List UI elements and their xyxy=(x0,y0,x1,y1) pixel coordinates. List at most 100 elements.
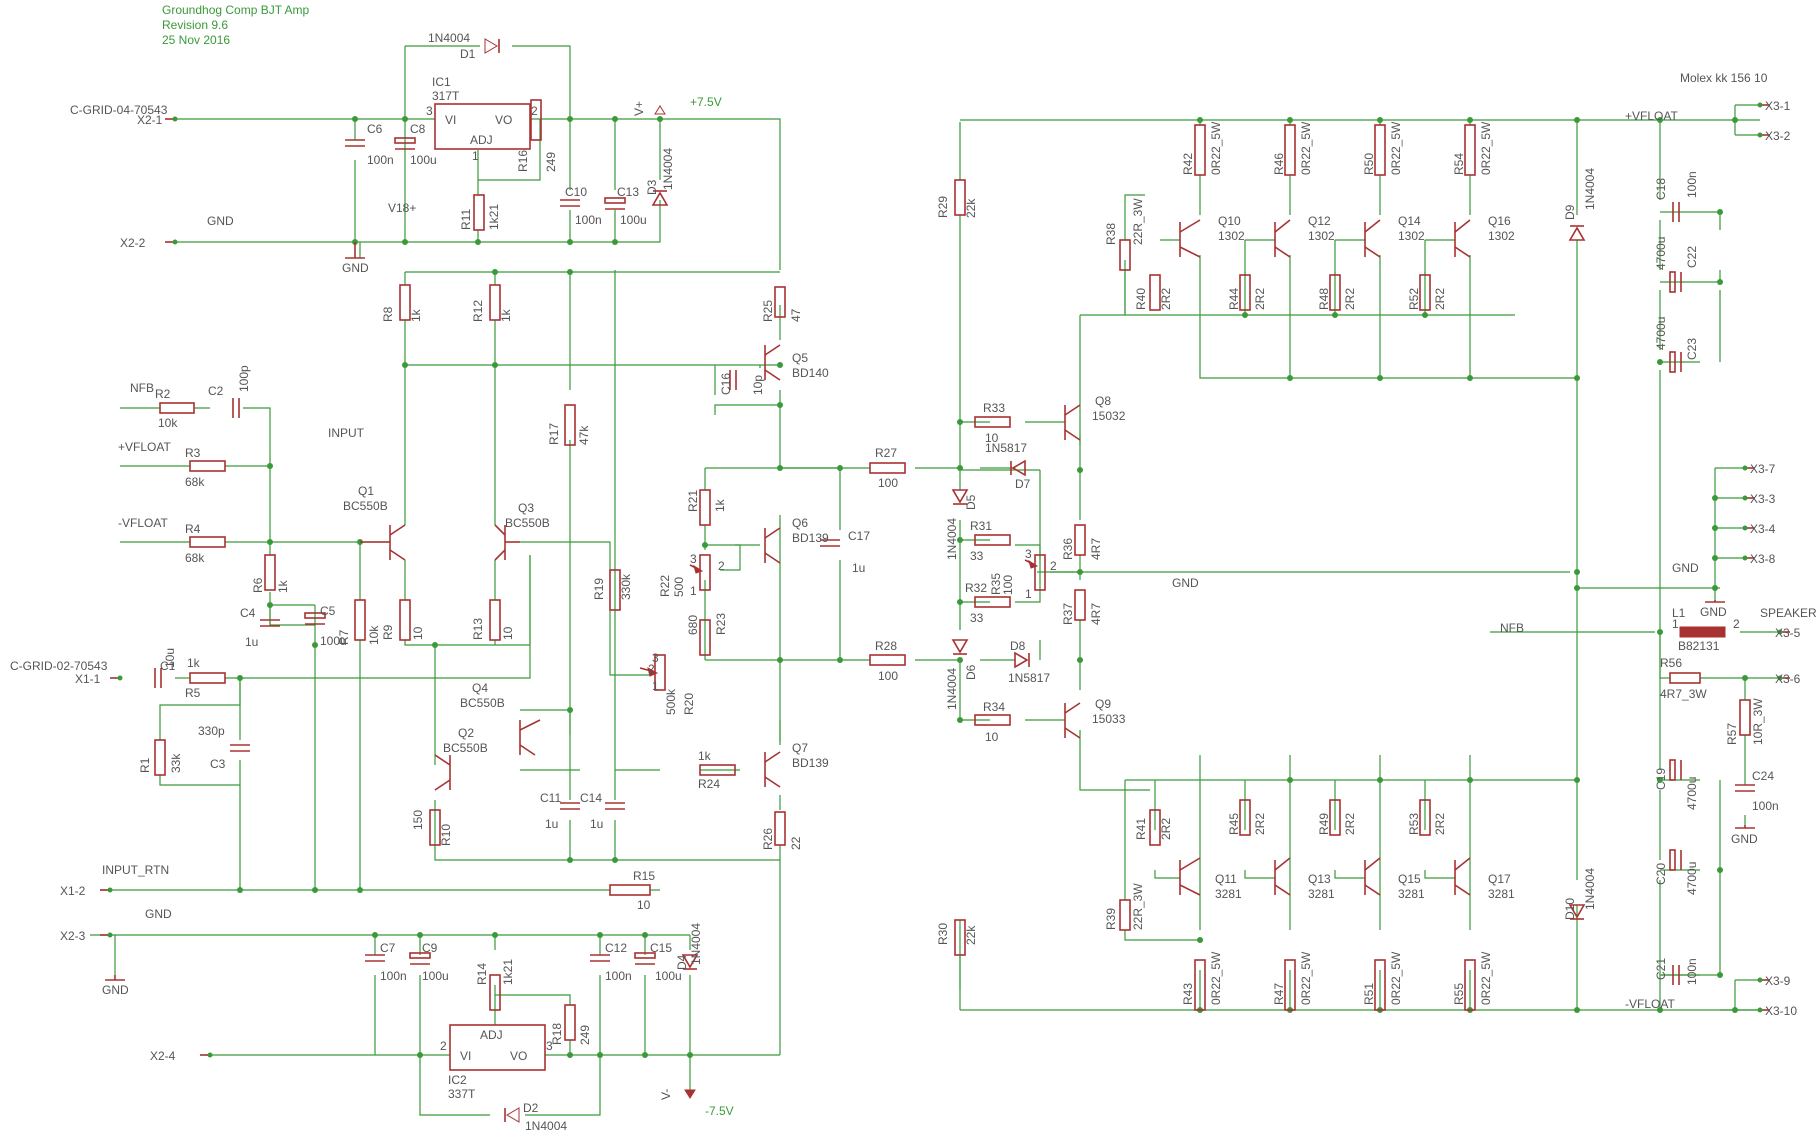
svg-text:Q8: Q8 xyxy=(1095,394,1111,408)
svg-text:R33: R33 xyxy=(983,401,1005,415)
svg-text:330p: 330p xyxy=(198,724,225,738)
svg-text:D5: D5 xyxy=(964,494,978,510)
svg-text:3: 3 xyxy=(690,552,697,566)
svg-text:BC550B: BC550B xyxy=(460,696,505,710)
svg-text:R7: R7 xyxy=(337,629,351,645)
svg-text:22k: 22k xyxy=(964,925,978,945)
svg-text:VO: VO xyxy=(510,1049,527,1063)
wires-supply-negative xyxy=(90,860,781,1116)
svg-text:4700u: 4700u xyxy=(1654,317,1668,350)
svg-text:R43: R43 xyxy=(1181,983,1195,1005)
svg-text:R38: R38 xyxy=(1104,223,1118,245)
svg-text:15032: 15032 xyxy=(1092,409,1126,423)
svg-text:100n: 100n xyxy=(380,969,407,983)
svg-text:R23: R23 xyxy=(714,613,728,635)
cgrid2-label: C-GRID-02-70543 xyxy=(10,659,108,673)
svg-text:337T: 337T xyxy=(448,1087,476,1101)
svg-text:1k: 1k xyxy=(409,308,423,322)
svg-text:R1: R1 xyxy=(138,757,152,773)
svg-text:4R7: 4R7 xyxy=(1089,538,1103,560)
svg-text:10R_3W: 10R_3W xyxy=(1751,698,1765,745)
svg-text:0R22_5W: 0R22_5W xyxy=(1389,121,1403,175)
svg-text:R27: R27 xyxy=(875,446,897,460)
svg-text:Q4: Q4 xyxy=(472,681,488,695)
svg-text:R37: R37 xyxy=(1061,603,1075,625)
svg-text:1302: 1302 xyxy=(1218,229,1245,243)
svg-text:R31: R31 xyxy=(970,519,992,533)
svg-text:0R22_5W: 0R22_5W xyxy=(1299,951,1313,1005)
svg-text:100n: 100n xyxy=(605,969,632,983)
svg-text:BD139: BD139 xyxy=(792,531,829,545)
svg-text:R6: R6 xyxy=(251,577,265,593)
net-plus-7v5: +7.5V xyxy=(690,95,722,109)
svg-text:VI: VI xyxy=(460,1049,471,1063)
port-x3-10: X3-10 xyxy=(1765,1004,1797,1018)
svg-text:R28: R28 xyxy=(875,639,897,653)
net-vfloat-neg-left: -VFLOAT xyxy=(118,516,168,530)
svg-text:68k: 68k xyxy=(185,475,205,489)
resistor-bodies-horizontal xyxy=(159,402,1701,896)
ic1-regulator: VI VO ADJ IC1 317T 3 2 1 xyxy=(426,75,538,163)
svg-text:1302: 1302 xyxy=(1308,229,1335,243)
svg-text:R19: R19 xyxy=(592,578,606,600)
port-x3-2: X3-2 xyxy=(1765,129,1791,143)
svg-text:10: 10 xyxy=(637,898,651,912)
ic2-regulator: ADJ VI VO IC2 337T 2 3 xyxy=(440,1024,553,1101)
svg-text:C14: C14 xyxy=(580,791,602,805)
svg-text:D8: D8 xyxy=(1010,639,1026,653)
svg-text:1k: 1k xyxy=(276,579,290,593)
svg-text:100: 100 xyxy=(878,669,898,683)
svg-text:R11: R11 xyxy=(459,209,473,230)
svg-text:1N4004: 1N4004 xyxy=(689,923,703,965)
svg-text:10: 10 xyxy=(501,626,515,640)
net-v18: V18+ xyxy=(388,201,416,215)
svg-text:R45: R45 xyxy=(1227,813,1241,835)
capacitor-plates xyxy=(154,137,1755,985)
svg-text:IC1: IC1 xyxy=(432,75,451,89)
svg-text:3281: 3281 xyxy=(1488,887,1515,901)
net-vfloat-neg-right: -VFLOAT xyxy=(1625,997,1675,1011)
net-vminus: V- xyxy=(659,1089,673,1100)
svg-text:10k: 10k xyxy=(367,625,381,645)
port-stubs xyxy=(100,102,1790,1058)
svg-text:Q2: Q2 xyxy=(458,726,474,740)
svg-text:249: 249 xyxy=(578,1025,592,1045)
svg-text:22R_3W: 22R_3W xyxy=(1131,198,1145,245)
svg-text:C12: C12 xyxy=(605,941,627,955)
svg-text:10: 10 xyxy=(985,431,999,445)
svg-text:10k: 10k xyxy=(158,416,178,430)
svg-text:1u: 1u xyxy=(545,817,558,831)
net-vfloat-pos-left: +VFLOAT xyxy=(118,440,171,454)
svg-text:Q3: Q3 xyxy=(518,501,534,515)
svg-text:100u: 100u xyxy=(620,213,647,227)
svg-text:C15: C15 xyxy=(650,941,672,955)
svg-text:1k: 1k xyxy=(499,308,513,322)
svg-text:C18: C18 xyxy=(1654,178,1668,200)
svg-text:100u: 100u xyxy=(410,153,437,167)
svg-text:R24: R24 xyxy=(698,777,720,791)
net-input: INPUT xyxy=(328,426,365,440)
svg-text:3: 3 xyxy=(1025,547,1032,561)
resistor-bodies xyxy=(154,99,1751,1041)
diodes xyxy=(484,38,1586,1123)
svg-text:1: 1 xyxy=(1025,587,1032,601)
svg-text:1k: 1k xyxy=(698,749,712,763)
svg-text:C20: C20 xyxy=(1654,863,1668,885)
svg-text:C10: C10 xyxy=(565,185,587,199)
svg-text:2: 2 xyxy=(718,559,725,573)
svg-text:C19: C19 xyxy=(1654,768,1668,790)
svg-text:IC2: IC2 xyxy=(448,1073,467,1087)
svg-text:Q17: Q17 xyxy=(1488,872,1511,886)
svg-text:249: 249 xyxy=(544,152,558,172)
svg-text:1N5817: 1N5817 xyxy=(1008,671,1050,685)
svg-text:47k: 47k xyxy=(577,425,591,445)
svg-text:R18: R18 xyxy=(550,1023,564,1045)
svg-text:R40: R40 xyxy=(1134,288,1148,310)
svg-text:1: 1 xyxy=(652,679,659,693)
schematic-date: 25 Nov 2016 xyxy=(162,33,230,47)
port-x1-2: X1-2 xyxy=(60,884,86,898)
svg-text:1N4004: 1N4004 xyxy=(945,668,959,710)
svg-text:R32: R32 xyxy=(965,581,987,595)
svg-text:2R2: 2R2 xyxy=(1343,813,1357,835)
